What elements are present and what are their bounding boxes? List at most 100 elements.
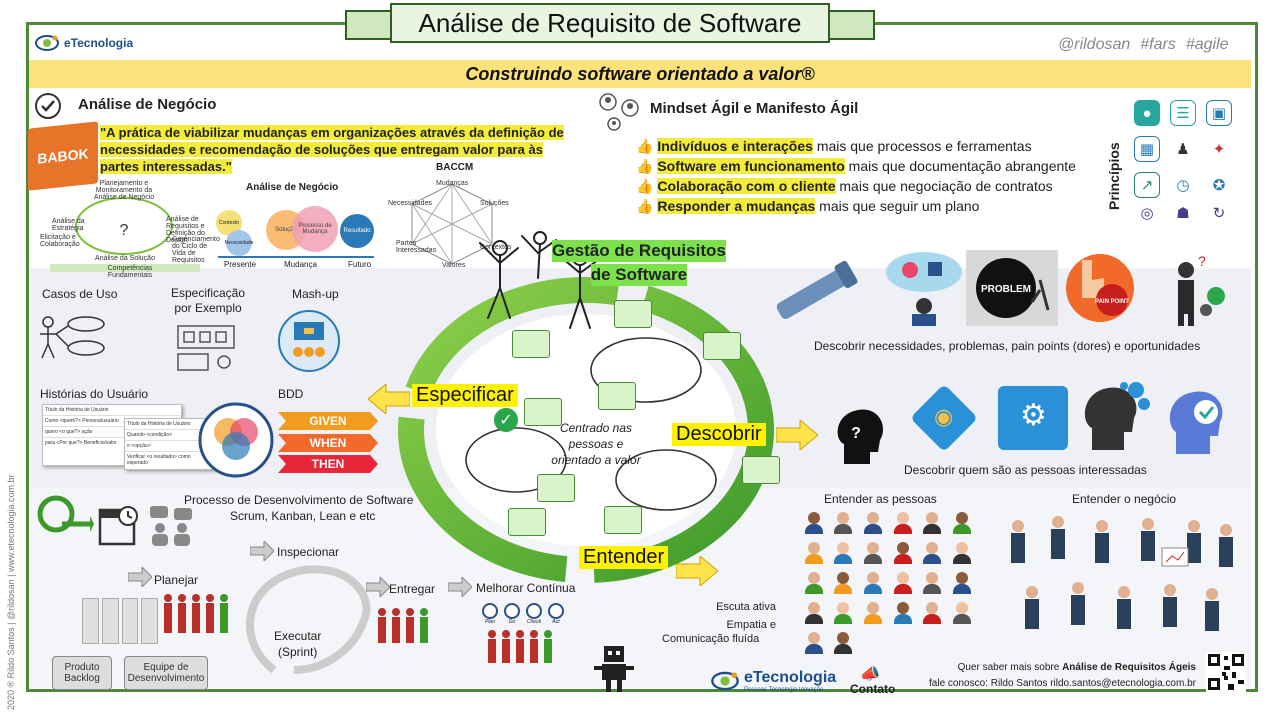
problem-boulder-icon: PROBLEM: [966, 250, 1058, 326]
discover-needs-label: Descobrir necessidades, problemas, pain …: [814, 339, 1201, 353]
arrow-right-icon: [128, 567, 152, 587]
check-icon: ✓: [494, 408, 518, 432]
handle-user: @rildosan: [1058, 36, 1131, 53]
box-icon: ▣: [1206, 100, 1232, 126]
execute-sprint-label: Executar (Sprint): [274, 629, 322, 659]
arrow-right-icon: [448, 577, 472, 597]
qr-code-icon[interactable]: [1206, 652, 1246, 692]
agile-title: Mindset Ágil e Manifesto Ágil: [650, 100, 859, 117]
delivery-team-icon: [378, 608, 428, 643]
baccm-diagram: BACCM Mudanças Necessidades Soluções Con…: [388, 162, 512, 269]
checked-head-icon: [1169, 391, 1223, 454]
agile-people-icon: [596, 92, 642, 137]
group-icon: ☗: [1170, 200, 1196, 226]
sticky-note: [742, 456, 780, 484]
growth-chart-icon: ↗: [1134, 172, 1160, 198]
avatar: [919, 512, 947, 540]
contact-line[interactable]: fale conosco: Rildo Santos rildo.santos@…: [929, 678, 1196, 689]
dev-team-label: Equipe de Desenvolvimento: [124, 656, 208, 690]
stopwatch-icon: ◷: [1170, 172, 1196, 198]
sticky-note: [537, 474, 575, 502]
agile-value-4: 👍 Responder a mudanças mais que seguir u…: [636, 198, 980, 214]
refresh-icon: ↻: [1206, 200, 1232, 226]
team-figures-icon: [164, 594, 228, 633]
sticky-note: [703, 332, 741, 360]
sticky-note: [604, 506, 642, 534]
running-people-icon: ✦: [1206, 136, 1232, 162]
avatar: [800, 572, 828, 600]
use-case-diagram-icon: [40, 316, 105, 359]
requirements-management-title: Gestão de Requisitos de Software: [552, 240, 726, 286]
avatar: [830, 602, 858, 630]
head-question-icon: ?: [837, 409, 884, 464]
principle-icon: ●: [1134, 100, 1160, 126]
svg-text:?: ?: [120, 222, 129, 239]
business-analysis-title: Análise de Negócio: [78, 96, 217, 113]
avatar: [800, 542, 828, 570]
deliver-label: Entregar: [389, 582, 436, 596]
avatar: [889, 542, 917, 570]
thumbs-up-icon: 👍: [636, 178, 658, 194]
robot-icon: [594, 646, 634, 692]
agile-value-3: 👍 Colaboração com o cliente mais que neg…: [636, 178, 1053, 194]
avatar: [859, 602, 887, 630]
use-cases-label: Casos de Uso: [42, 287, 118, 301]
product-backlog-label: Produto Backlog: [52, 656, 112, 690]
understand-label: Entender: [579, 546, 669, 569]
chat-people-icon: [150, 506, 192, 546]
people-avatars-grid: [800, 512, 976, 660]
principles-label: Princípios: [1106, 142, 1122, 210]
avatar: [919, 572, 947, 600]
social-handles: @rildosan #fars #agile: [1058, 36, 1229, 54]
avatar: [889, 602, 917, 630]
pdca-cycle: Plan Do Check Act: [482, 603, 564, 625]
avatar: [830, 632, 858, 660]
page-title: Análise de Requisito de Software: [390, 3, 830, 43]
backlog-cards: [82, 598, 158, 644]
communication-label: Comunicação fluída: [662, 633, 760, 645]
avatar: [889, 512, 917, 540]
agile-value-2: 👍 Software em funcionamento mais que doc…: [636, 158, 1076, 174]
team-icon: ♟: [1170, 136, 1196, 162]
footer-logo: eTecnologia Pessoas Tecnologia Inovação: [710, 666, 836, 696]
avatar: [948, 512, 976, 540]
agile-value-1: 👍 Indivíduos e interações mais que proce…: [636, 138, 1032, 154]
agile-manifesto-values: 👍 Indivíduos e interações mais que proce…: [636, 136, 1076, 216]
specify-label: Especificar: [412, 384, 518, 407]
svg-text:?: ?: [1198, 253, 1206, 269]
handle-tag-agile: #agile: [1185, 36, 1229, 53]
understand-people-label: Entender as pessoas: [824, 492, 937, 506]
avatar: [889, 572, 917, 600]
bdd-venn-icon: [198, 402, 274, 478]
discover-stakeholders-label: Descobrir quem são as pessoas interessad…: [904, 463, 1147, 477]
avatar: [800, 512, 828, 540]
thumbs-up-icon: 👍: [636, 158, 658, 174]
more-info-line: Quer saber mais sobre Análise de Requisi…: [957, 662, 1196, 673]
bdd-label: BDD: [278, 387, 304, 401]
gears-head-silhouette-icon: [1084, 382, 1150, 450]
avatar: [800, 602, 828, 630]
avatar: [800, 632, 828, 660]
sticky-note: [598, 382, 636, 410]
checklist-icon: ☰: [1170, 100, 1196, 126]
arrow-right-icon: [366, 577, 390, 597]
understand-skills: Escuta ativa Empatia e: [716, 601, 776, 631]
mashup-icon: [278, 310, 340, 372]
specify-arrow-icon: [368, 384, 410, 414]
avatar: [830, 572, 858, 600]
sticky-note: [508, 508, 546, 536]
megaphone-icon: 📣: [860, 666, 880, 683]
etecnologia-logo-icon: [35, 35, 59, 51]
business-analysis-quote: "A prática de viabilizar mudanças em org…: [100, 124, 580, 175]
plan-label: Planejar: [154, 573, 199, 587]
business-people-illustration: [1011, 516, 1233, 631]
bdd-then: THEN: [278, 455, 378, 473]
svg-text:?: ?: [851, 425, 861, 442]
sticky-note: [512, 330, 550, 358]
telescope-icon: [776, 260, 858, 319]
inspect-label: Inspecionar: [277, 545, 340, 559]
ba-knowledge-areas-diagram: ? Planejamento e Monitoramento da Anális…: [40, 180, 220, 279]
center-text: Centrado nas pessoas e orientado a valor: [551, 421, 641, 467]
contact-link[interactable]: Contato: [850, 682, 896, 696]
thinking-person-icon: [886, 252, 962, 326]
